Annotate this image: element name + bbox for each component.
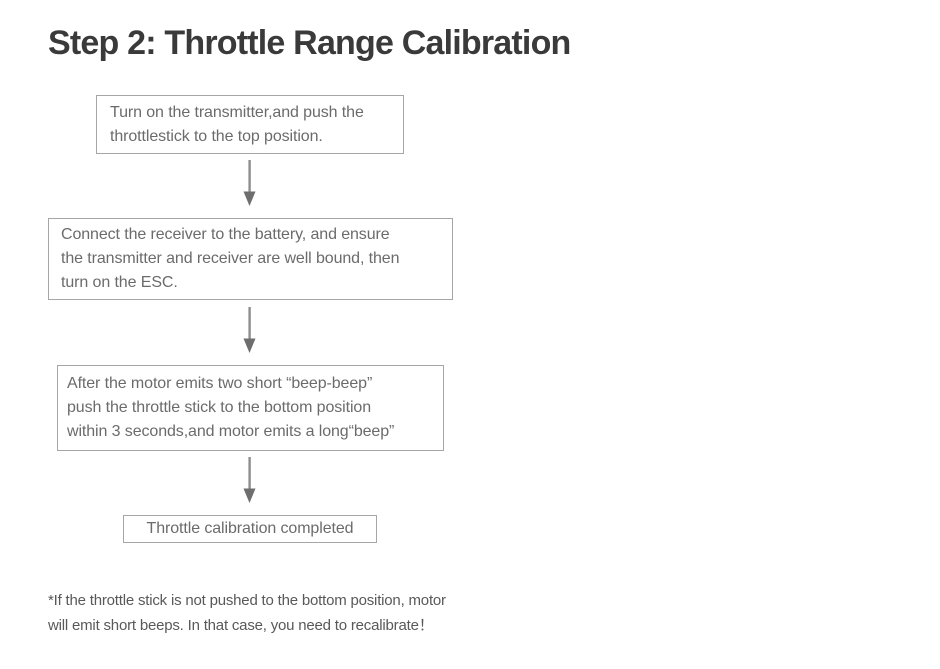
down-arrow-icon bbox=[243, 307, 256, 353]
flow-step-3-text: After the motor emits two short “beep-be… bbox=[67, 375, 395, 440]
flow-step-2-text: Connect the receiver to the battery, and… bbox=[61, 226, 400, 291]
flow-step-1-text: Turn on the transmitter,and push the thr… bbox=[110, 104, 364, 145]
down-arrow-icon bbox=[243, 457, 256, 503]
footnote: *If the throttle stick is not pushed to … bbox=[48, 592, 446, 634]
page-title: Step 2: Throttle Range Calibration bbox=[48, 24, 571, 62]
flow-step-2: Connect the receiver to the battery, and… bbox=[48, 218, 453, 300]
flow-step-3: After the motor emits two short “beep-be… bbox=[57, 365, 444, 451]
flow-step-1: Turn on the transmitter,and push the thr… bbox=[96, 95, 404, 154]
flow-step-4: Throttle calibration completed bbox=[123, 515, 377, 543]
down-arrow-icon bbox=[243, 160, 256, 206]
flow-step-4-text: Throttle calibration completed bbox=[146, 520, 354, 537]
